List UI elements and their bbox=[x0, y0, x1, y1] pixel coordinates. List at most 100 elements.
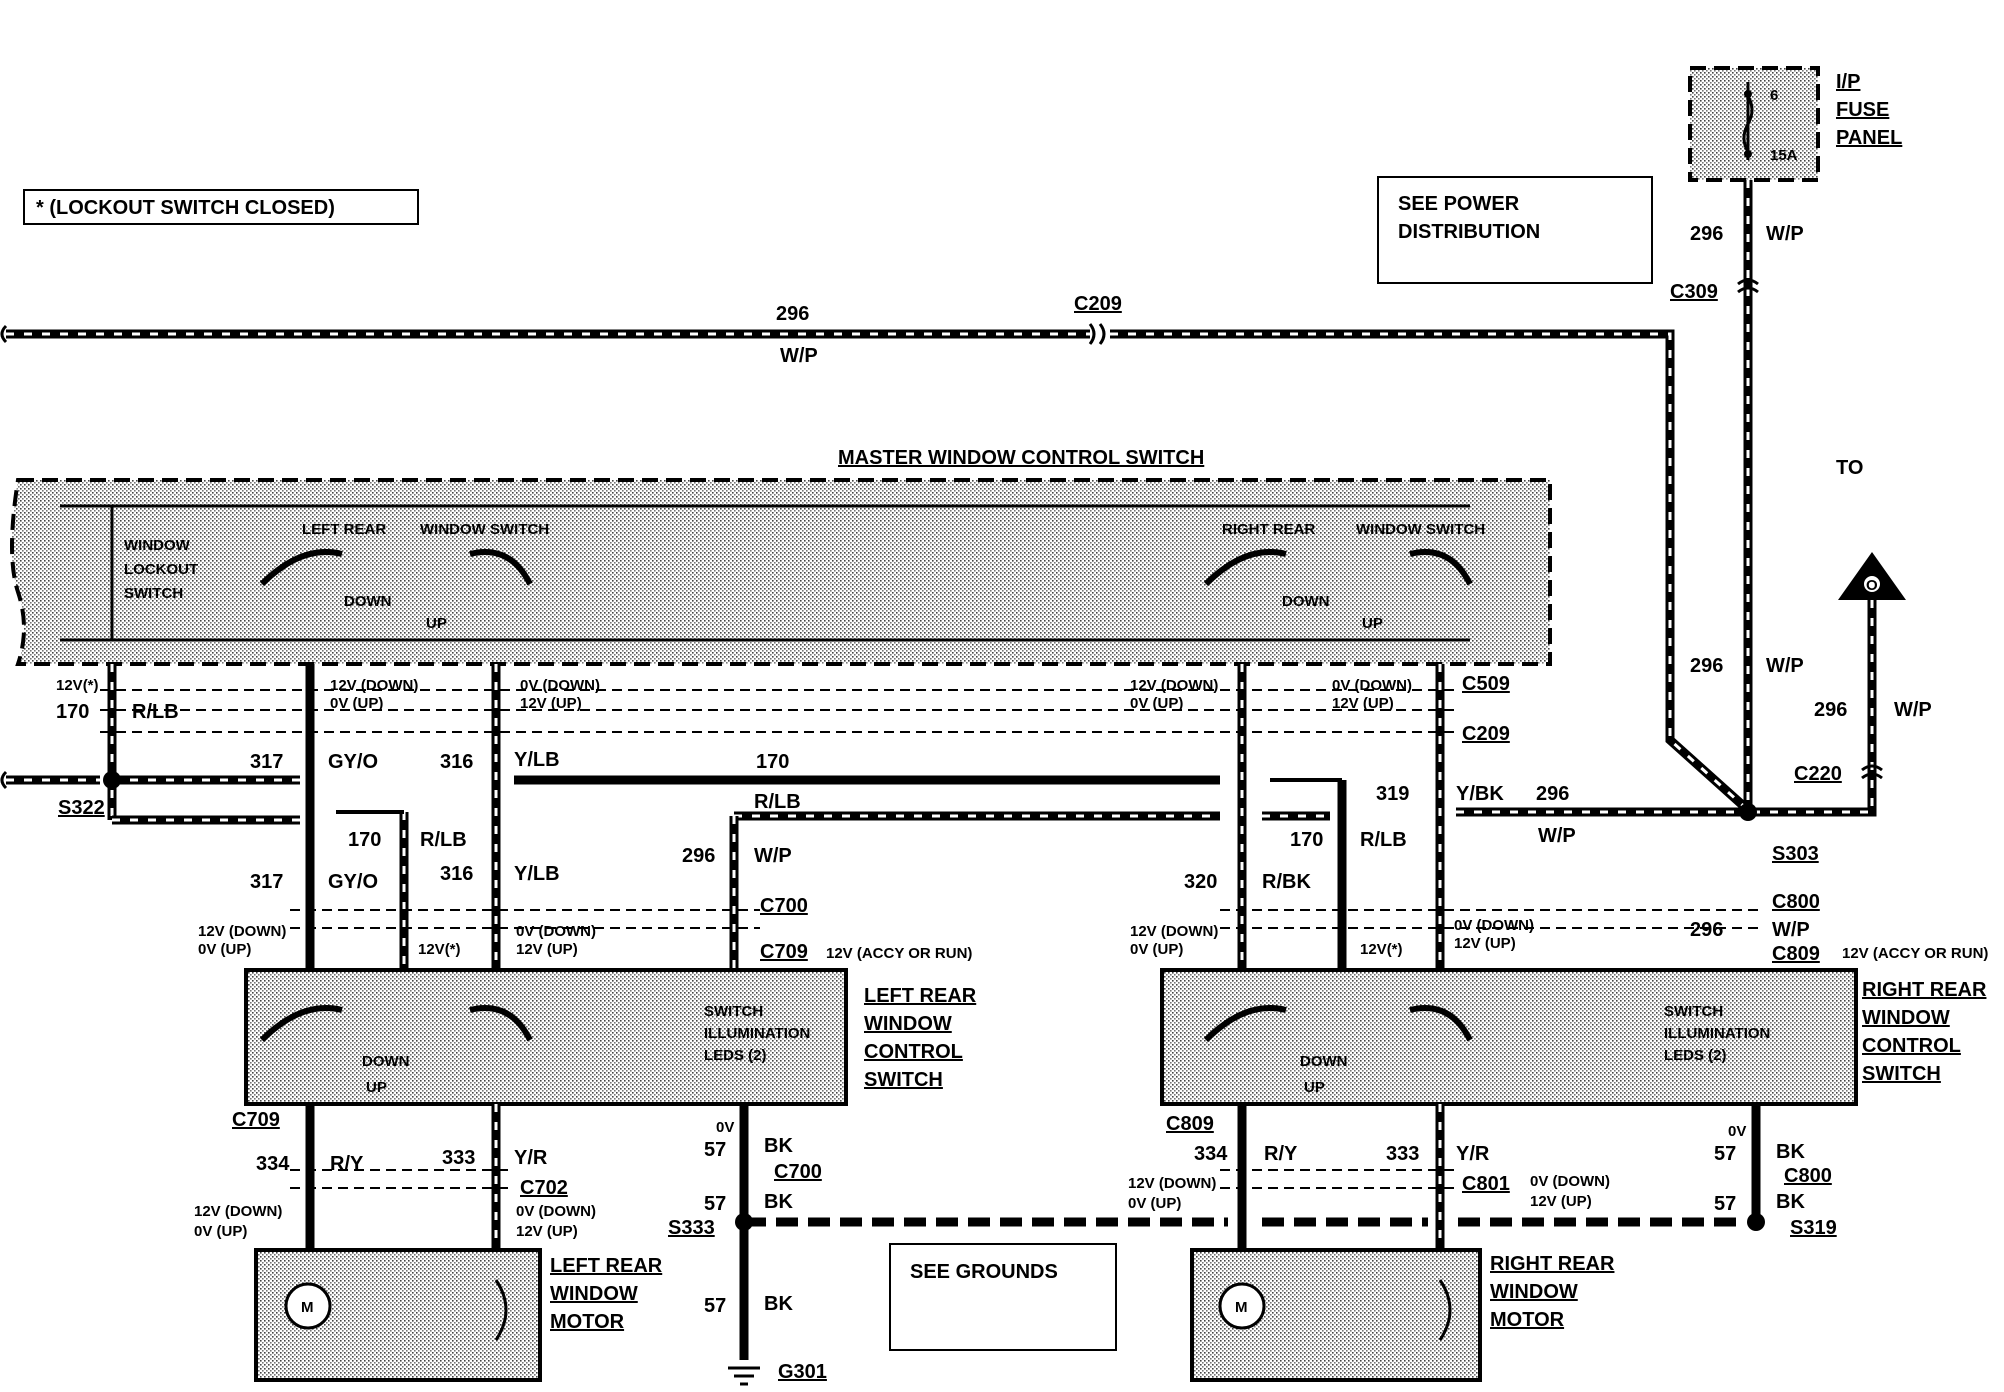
connector-c209-icon bbox=[1088, 323, 1106, 345]
left-switch-l1-label: LEFT REAR bbox=[864, 985, 977, 1007]
voltages-v0up-label: 0V (UP) bbox=[330, 695, 383, 712]
master-switch-lockout-l3-label: SWITCH bbox=[124, 585, 183, 602]
circuits-bk-label: BK bbox=[764, 1135, 793, 1157]
circuits-gyo-label: GY/O bbox=[328, 871, 378, 893]
circuits-ybk-label: Y/BK bbox=[1456, 783, 1504, 805]
connectors-c709-label: C709 bbox=[760, 941, 808, 963]
ground-g301-icon bbox=[728, 1366, 760, 1386]
master-switch-title-label: MASTER WINDOW CONTROL SWITCH bbox=[838, 447, 1204, 469]
circuits-n316-label: 316 bbox=[440, 751, 473, 773]
circuits-n334-label: 334 bbox=[1194, 1143, 1228, 1165]
left-wires bbox=[0, 664, 1220, 970]
circuits-yr-label: Y/R bbox=[1456, 1143, 1490, 1165]
splice-s333 bbox=[735, 1213, 753, 1231]
circuits-n319-label: 319 bbox=[1376, 783, 1409, 805]
circuits-n317-label: 317 bbox=[250, 871, 283, 893]
right-switch-l4-label: SWITCH bbox=[1862, 1063, 1941, 1085]
connectors-c809-label: C809 bbox=[1772, 943, 1820, 965]
right-wires bbox=[1237, 664, 1757, 970]
power-distribution-note: SEE POWER DISTRIBUTION bbox=[1377, 176, 1653, 284]
circuits-n296-label: 296 bbox=[1536, 783, 1569, 805]
voltages-v12up-label: 12V (UP) bbox=[1332, 695, 1394, 712]
master-switch-down-label: DOWN bbox=[344, 593, 392, 610]
right-motor-l1-label: RIGHT REAR bbox=[1490, 1253, 1615, 1275]
voltages-v12up-label: 12V (UP) bbox=[520, 695, 582, 712]
master-switch-lockout-l1-label: WINDOW bbox=[124, 537, 191, 554]
circuits-bk-label: BK bbox=[1776, 1141, 1805, 1163]
circuits-n316-label: 316 bbox=[440, 863, 473, 885]
circuits-n57-label: 57 bbox=[704, 1139, 726, 1161]
circuits-n296-label: 296 bbox=[1690, 223, 1723, 245]
wire-296-top bbox=[0, 180, 1753, 814]
left-switch-l4-label: SWITCH bbox=[864, 1069, 943, 1091]
left-motor-l2-label: WINDOW bbox=[550, 1283, 638, 1305]
voltages-v0up-label: 0V (UP) bbox=[1130, 695, 1183, 712]
voltages-v0down-label: 0V (DOWN) bbox=[1332, 677, 1412, 694]
fuse-icon bbox=[1742, 95, 1754, 153]
circuits-n296-label: 296 bbox=[1690, 919, 1723, 941]
circuits-n320-label: 320 bbox=[1184, 871, 1217, 893]
right-switch-illum3-label: LEDS (2) bbox=[1664, 1047, 1727, 1064]
circuits-yr-label: Y/R bbox=[514, 1147, 548, 1169]
connectors-s303-label: S303 bbox=[1772, 843, 1819, 865]
master-switch-down-label: DOWN bbox=[1282, 593, 1330, 610]
right-motor-symbol-label: M bbox=[1235, 1299, 1248, 1316]
circuits-n296-label: 296 bbox=[776, 303, 809, 325]
circuits-wp-label: W/P bbox=[1766, 655, 1804, 677]
splice-s303 bbox=[1739, 803, 1757, 821]
left-rear-window-control-switch: DOWN UP SWITCH ILLUMINATION LEDS (2) bbox=[244, 968, 848, 1106]
circuits-wp-label: W/P bbox=[1538, 825, 1576, 847]
right-motor-l2-label: WINDOW bbox=[1490, 1281, 1578, 1303]
left-motor-l1-label: LEFT REAR bbox=[550, 1255, 663, 1277]
circuits-n296-label: 296 bbox=[1690, 655, 1723, 677]
voltages-v0down-label: 0V (DOWN) bbox=[1454, 917, 1534, 934]
circuits-rlb-label: R/LB bbox=[420, 829, 467, 851]
motor-icon bbox=[1218, 1282, 1266, 1330]
master-switch-window-switch-label: WINDOW SWITCH bbox=[1356, 521, 1485, 538]
connectors-c700-label: C700 bbox=[774, 1161, 822, 1183]
voltages-v12down-label: 12V (DOWN) bbox=[1130, 923, 1218, 940]
circuits-rbk-label: R/BK bbox=[1262, 871, 1311, 893]
left-switch-illum2-label: ILLUMINATION bbox=[704, 1025, 810, 1042]
right-switch-illum2-label: ILLUMINATION bbox=[1664, 1025, 1770, 1042]
circuits-n57-label: 57 bbox=[704, 1193, 726, 1215]
circuits-n334-label: 334 bbox=[256, 1153, 290, 1175]
right-switch-l2-label: WINDOW bbox=[1862, 1007, 1950, 1029]
voltages-v12accy-label: 12V (ACCY OR RUN) bbox=[826, 945, 972, 962]
voltages-v0down-label: 0V (DOWN) bbox=[516, 923, 596, 940]
circuits-n170-label: 170 bbox=[56, 701, 89, 723]
circuits-n296-label: 296 bbox=[1814, 699, 1847, 721]
circuits-n57-label: 57 bbox=[1714, 1143, 1736, 1165]
voltages-v12down-label: 12V (DOWN) bbox=[330, 677, 418, 694]
voltages-v12accy-label: 12V (ACCY OR RUN) bbox=[1842, 945, 1988, 962]
left-switch-illum3-label: LEDS (2) bbox=[704, 1047, 767, 1064]
master-switch-left-rear-label: LEFT REAR bbox=[302, 521, 386, 538]
circuits-bk-label: BK bbox=[764, 1191, 793, 1213]
fuse-panel-fuse-number-label: 6 bbox=[1770, 87, 1778, 104]
circuits-n170-label: 170 bbox=[1290, 829, 1323, 851]
connectors-c700-label: C700 bbox=[760, 895, 808, 917]
connectors-g301-label: G301 bbox=[778, 1361, 827, 1383]
right-switch-illum1-label: SWITCH bbox=[1664, 1003, 1723, 1020]
grounds-note: SEE GROUNDS bbox=[889, 1243, 1117, 1351]
connectors-c800-label: C800 bbox=[1784, 1165, 1832, 1187]
connectors-c702-label: C702 bbox=[520, 1177, 568, 1199]
lockout-note-label: * (LOCKOUT SWITCH CLOSED) bbox=[36, 197, 335, 219]
to-label-label: TO bbox=[1836, 457, 1863, 479]
voltages-v0up-label: 0V (UP) bbox=[194, 1223, 247, 1240]
voltages-v0down-label: 0V (DOWN) bbox=[520, 677, 600, 694]
voltages-v12down-label: 12V (DOWN) bbox=[1130, 677, 1218, 694]
right-switch-up-label: UP bbox=[1304, 1079, 1325, 1096]
circuits-n170-label: 170 bbox=[348, 829, 381, 851]
lower-wires bbox=[305, 1104, 1765, 1386]
reference-triangle-icon: O bbox=[1838, 552, 1906, 600]
voltages-v12up-label: 12V (UP) bbox=[1454, 935, 1516, 952]
power-note-line1-label: SEE POWER bbox=[1398, 193, 1520, 215]
left-switch-illum1-label: SWITCH bbox=[704, 1003, 763, 1020]
connector-lines bbox=[100, 689, 1760, 1189]
voltages-v12star-label: 12V(*) bbox=[418, 941, 461, 958]
fuse-panel-fuse-rating-label: 15A bbox=[1770, 147, 1798, 164]
lockout-note: * (LOCKOUT SWITCH CLOSED) bbox=[23, 189, 419, 225]
circuits-n333-label: 333 bbox=[442, 1147, 475, 1169]
master-switch-lockout-l2-label: LOCKOUT bbox=[124, 561, 198, 578]
